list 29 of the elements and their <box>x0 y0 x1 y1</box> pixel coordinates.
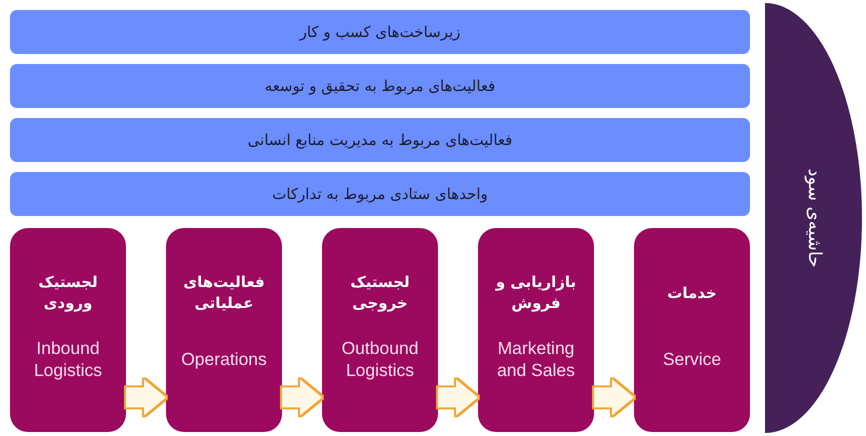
margin-label: حاشیه‌ی سود <box>802 168 824 268</box>
band-label: فعالیت‌های مربوط به مدیریت منابع انسانی <box>248 131 512 149</box>
primary-activity-card <box>10 228 126 432</box>
activity-subtitle: Operations <box>181 349 267 371</box>
band-label: زیرساخت‌های کسب و کار <box>300 23 460 41</box>
support-activity-bar <box>10 172 750 216</box>
activity-title: لجستیک خروجی <box>349 272 411 314</box>
activity-subtitle: Outbound Logistics <box>340 338 420 382</box>
activity-title: لجستیک ورودی <box>37 272 99 314</box>
activity-title: فعالیت‌های عملیاتی <box>182 272 266 314</box>
band-label: فعالیت‌های مربوط به تحقیق و توسعه <box>264 77 496 95</box>
activity-subtitle: Inbound Logistics <box>32 338 104 382</box>
activity-subtitle: Service <box>662 349 722 371</box>
margin-panel <box>765 3 862 433</box>
primary-activity-card <box>478 228 594 432</box>
support-activity-bar <box>10 10 750 54</box>
block-arrow <box>438 379 478 416</box>
primary-activity-card <box>322 228 438 432</box>
primary-activity-card <box>634 228 750 432</box>
activity-subtitle: Marketing and Sales <box>496 338 576 382</box>
activity-title: بازاریابی و فروش <box>494 272 578 314</box>
band-label: واحدهای ستادی مربوط به تدارکات <box>272 185 488 203</box>
block-arrow <box>594 379 634 416</box>
activity-title: خدمات <box>667 282 717 304</box>
block-arrow <box>126 379 166 416</box>
primary-activity-card <box>166 228 282 432</box>
support-activity-bar <box>10 64 750 108</box>
block-arrow <box>282 379 322 416</box>
support-activity-bar <box>10 118 750 162</box>
